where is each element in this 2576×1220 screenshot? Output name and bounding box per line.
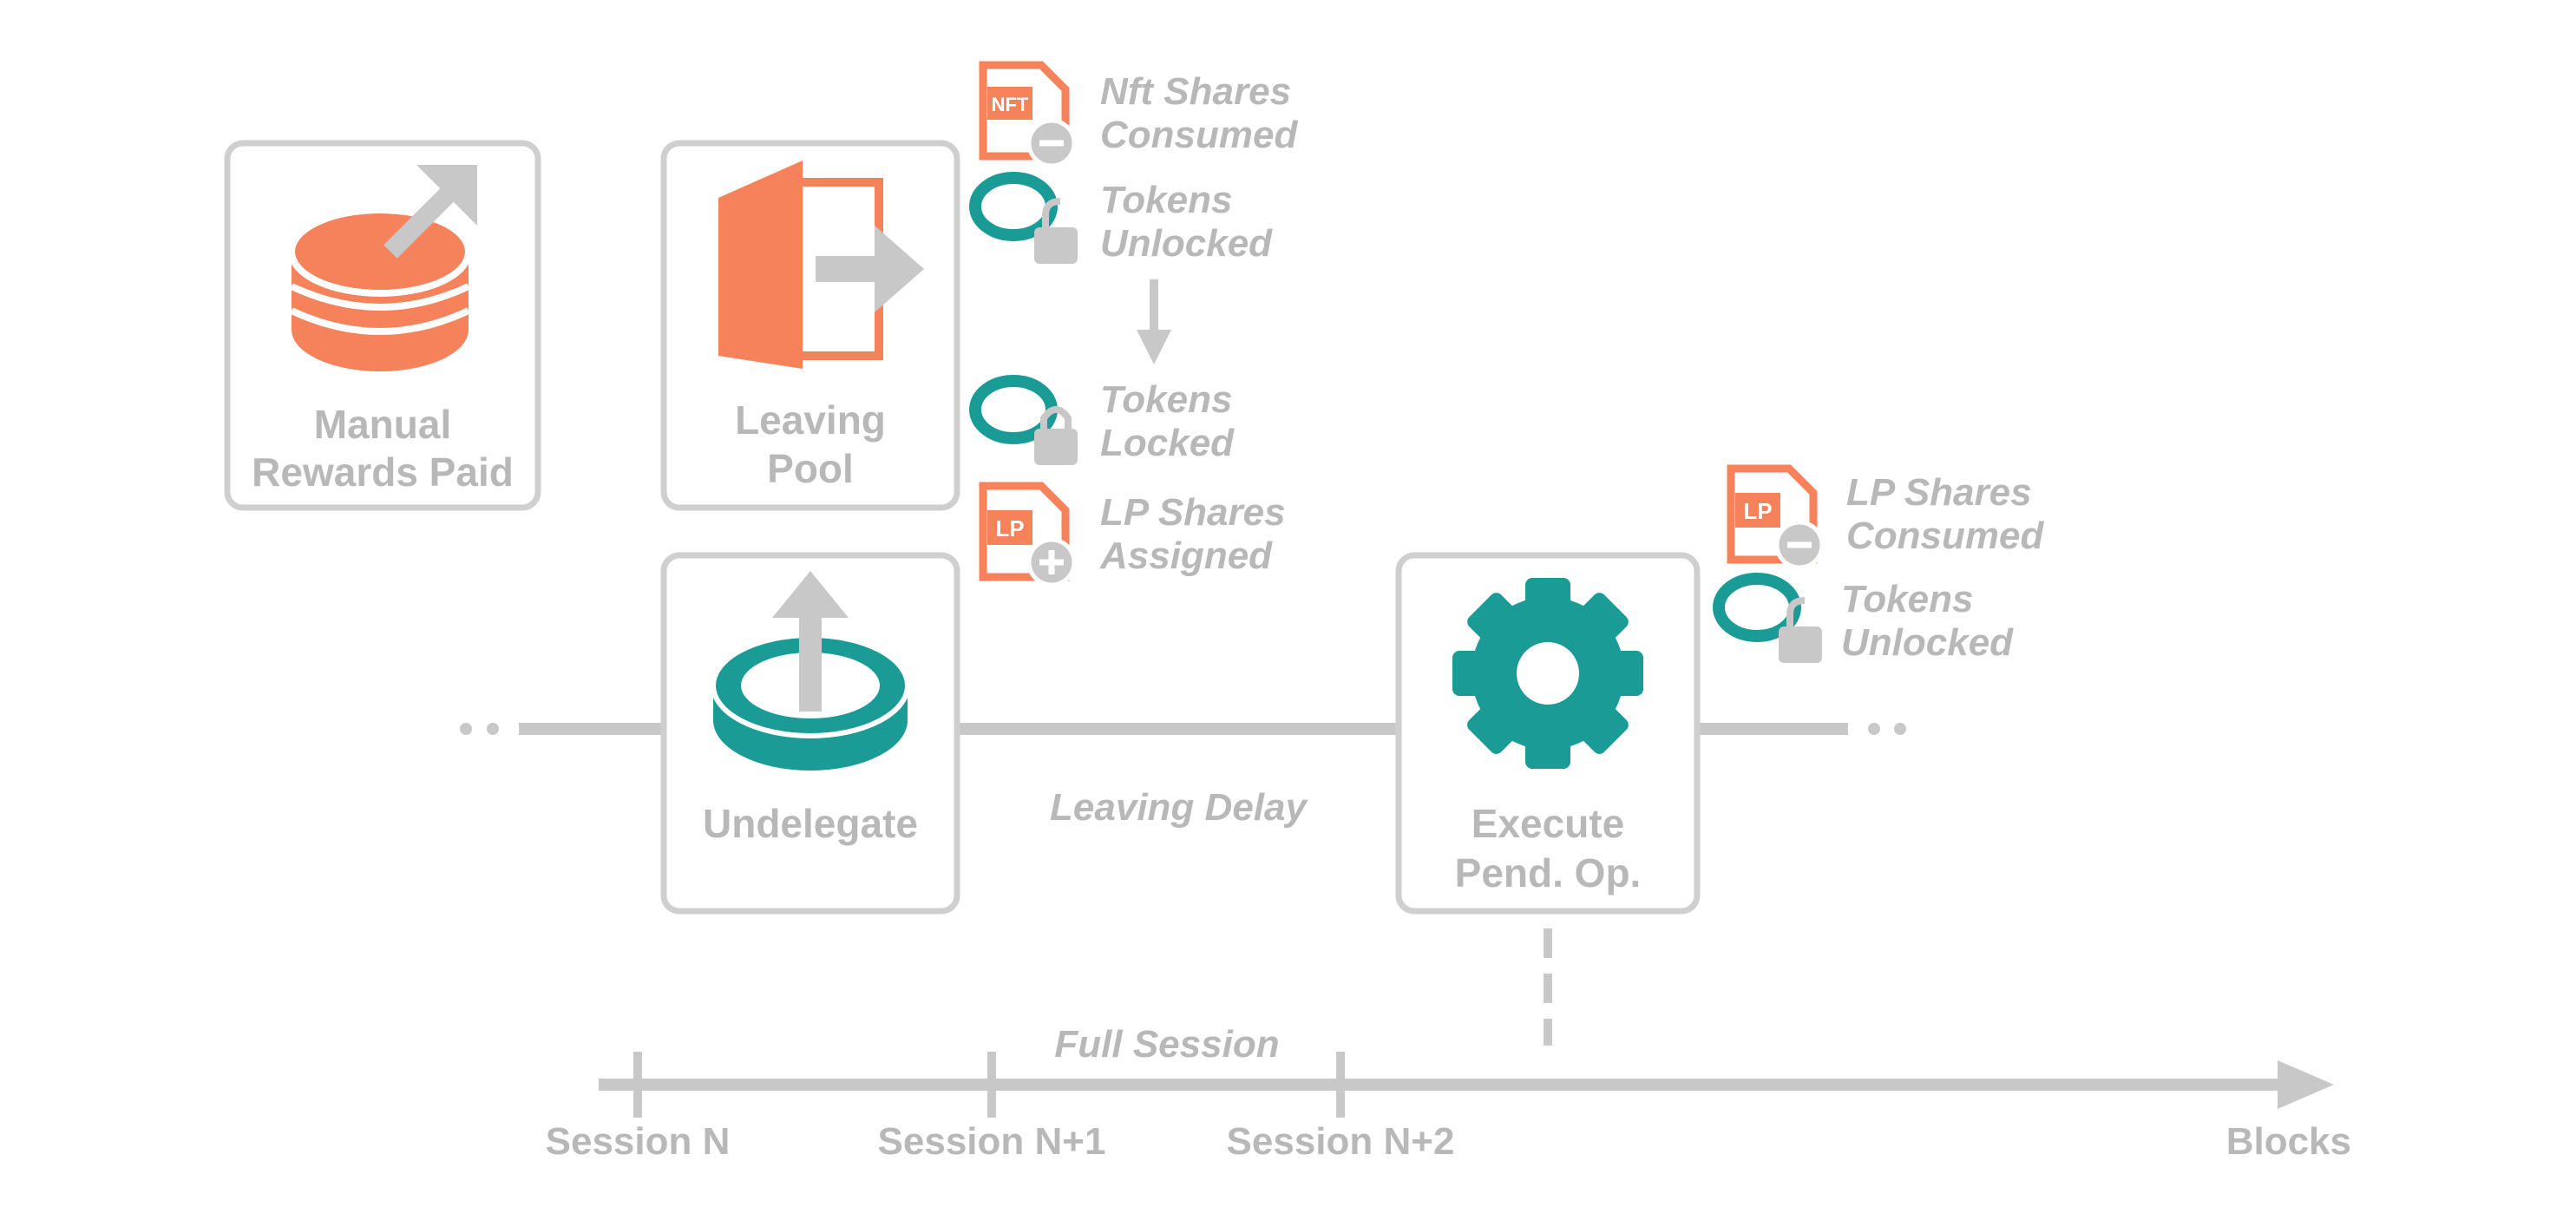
timeline-tick-label: Session N+1 <box>878 1120 1106 1163</box>
lp-consumed-label-1: LP Shares <box>1846 471 2032 514</box>
timeline-arrowhead <box>2278 1060 2334 1109</box>
tokens-unlocked-1-label-1: Tokens <box>1100 179 1232 221</box>
undelegate-box: Undelegate <box>660 552 960 915</box>
lp-shares-consumed-annotation: LP LP Shares Consumed <box>1727 464 2044 570</box>
nft-consumed-label-1: Nft Shares <box>1100 70 1291 113</box>
nft-consumed-label-2: Consumed <box>1100 114 1298 156</box>
nft-document-minus-icon: NFT <box>979 61 1077 168</box>
flow-ellipsis-dot <box>460 723 472 735</box>
arrow-down-icon <box>1137 279 1171 364</box>
lp-document-minus-icon: LP <box>1727 464 1825 570</box>
coin-locked-icon <box>969 375 1078 465</box>
tokens-locked-annotation: Tokens Locked <box>969 375 1235 465</box>
timeline: Full Session Session N Session N+1 Sessi… <box>546 1023 2351 1163</box>
timeline-tick-label: Session N+2 <box>1227 1120 1455 1163</box>
leaving-pool-box: Leaving Pool <box>660 140 960 511</box>
tokens-unlocked-annotation-2: Tokens Unlocked <box>1713 573 2014 664</box>
tokens-unlocked-2-label-1: Tokens <box>1841 578 1973 620</box>
nft-shares-consumed-annotation: NFT Nft Shares Consumed <box>979 61 1298 168</box>
coin-unlocked-icon <box>969 172 1078 264</box>
coin-stack-icon <box>288 207 472 371</box>
full-session-label: Full Session <box>1054 1023 1279 1066</box>
tokens-unlocked-1-label-2: Unlocked <box>1100 222 1273 265</box>
lp-badge-text: LP <box>995 515 1024 541</box>
gear-icon <box>1452 578 1643 769</box>
execute-box: Execute Pend. Op. <box>1395 552 1701 915</box>
coin-unlocked-icon <box>1713 573 1822 663</box>
flow-ellipsis-dot <box>1894 723 1906 735</box>
lp-assigned-label-2: Assigned <box>1099 535 1273 577</box>
lp-document-plus-icon: LP <box>979 482 1077 587</box>
arrow-up-right-icon <box>383 165 477 259</box>
exit-door-icon <box>718 161 924 369</box>
timeline-tick-label: Session N <box>546 1120 731 1163</box>
leaving-delay-label: Leaving Delay <box>1050 786 1308 829</box>
lp-assigned-label-1: LP Shares <box>1100 491 1286 534</box>
manual-rewards-label-2: Rewards Paid <box>252 449 514 495</box>
tokens-unlocked-annotation-1: Tokens Unlocked <box>969 172 1273 265</box>
coin-up-arrow-icon <box>711 571 910 771</box>
timeline-axis-label: Blocks <box>2226 1120 2351 1163</box>
flow-line <box>460 723 1906 735</box>
nft-badge-text: NFT <box>992 94 1029 115</box>
tokens-locked-label-2: Locked <box>1100 422 1235 464</box>
leaving-pool-label-2: Pool <box>767 446 854 491</box>
execute-label-1: Execute <box>1472 801 1624 846</box>
leaving-pool-label-1: Leaving <box>735 397 886 443</box>
lp-badge-text-2: LP <box>1743 498 1772 524</box>
undelegate-label: Undelegate <box>703 801 918 846</box>
flow-ellipsis-dot <box>1868 723 1880 735</box>
manual-rewards-box: Manual Rewards Paid <box>224 140 541 511</box>
lp-shares-assigned-annotation: LP LP Shares Assigned <box>979 482 1286 587</box>
flow-ellipsis-dot <box>487 723 499 735</box>
tokens-unlocked-2-label-2: Unlocked <box>1841 621 2014 664</box>
lp-consumed-label-2: Consumed <box>1846 515 2044 557</box>
execute-label-2: Pend. Op. <box>1455 850 1642 895</box>
tokens-locked-label-1: Tokens <box>1100 378 1232 421</box>
manual-rewards-label-1: Manual <box>314 402 451 447</box>
